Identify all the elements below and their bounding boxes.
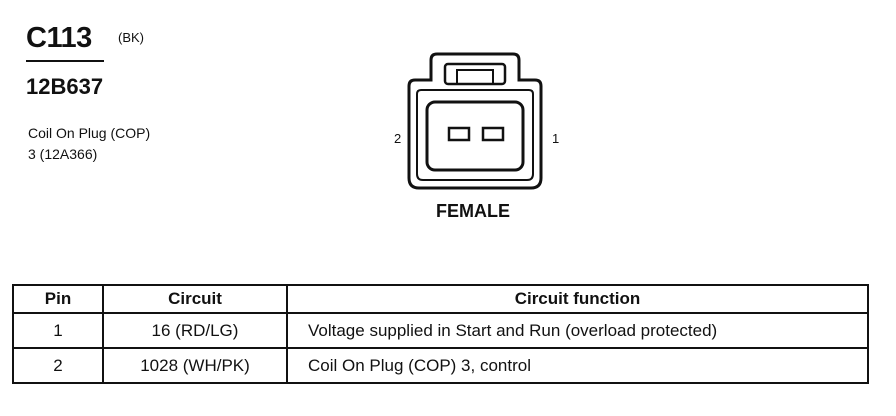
cell-function: Voltage supplied in Start and Run (overl… xyxy=(286,312,869,349)
connector-id: C113 xyxy=(26,22,92,54)
connector-inner-housing xyxy=(416,89,534,181)
pin-cavity-2 xyxy=(447,126,471,142)
connector-outer-housing xyxy=(407,52,543,190)
pinout-table: Pin Circuit Circuit function 1 16 (RD/LG… xyxy=(12,284,869,384)
table-header-row: Pin Circuit Circuit function xyxy=(12,284,869,314)
cell-pin: 1 xyxy=(12,312,104,349)
header-circuit-function: Circuit function xyxy=(286,284,869,314)
connector-cavity xyxy=(425,100,525,172)
part-number: 12B637 xyxy=(26,74,104,99)
connector-latch xyxy=(443,62,507,86)
table-row: 2 1028 (WH/PK) Coil On Plug (COP) 3, con… xyxy=(12,347,869,384)
header-circuit: Circuit xyxy=(102,284,288,314)
description-line-1: Coil On Plug (COP) xyxy=(28,125,151,141)
pin-label-1: 1 xyxy=(552,131,560,146)
gender-label: FEMALE xyxy=(436,201,510,221)
cell-function: Coil On Plug (COP) 3, control xyxy=(286,347,869,384)
pin-label-2: 2 xyxy=(394,131,402,146)
pin-cavity-1 xyxy=(481,126,505,142)
table-row: 1 16 (RD/LG) Voltage supplied in Start a… xyxy=(12,312,869,349)
cell-circuit: 16 (RD/LG) xyxy=(102,312,288,349)
description-line-2: 3 (12A366) xyxy=(28,146,98,162)
cell-pin: 2 xyxy=(12,347,104,384)
cell-circuit: 1028 (WH/PK) xyxy=(102,347,288,384)
title-underline xyxy=(26,60,104,62)
connector-face-drawing xyxy=(407,52,543,190)
connector-color: (BK) xyxy=(118,30,144,45)
header-pin: Pin xyxy=(12,284,104,314)
connector-latch-tab xyxy=(456,69,494,85)
